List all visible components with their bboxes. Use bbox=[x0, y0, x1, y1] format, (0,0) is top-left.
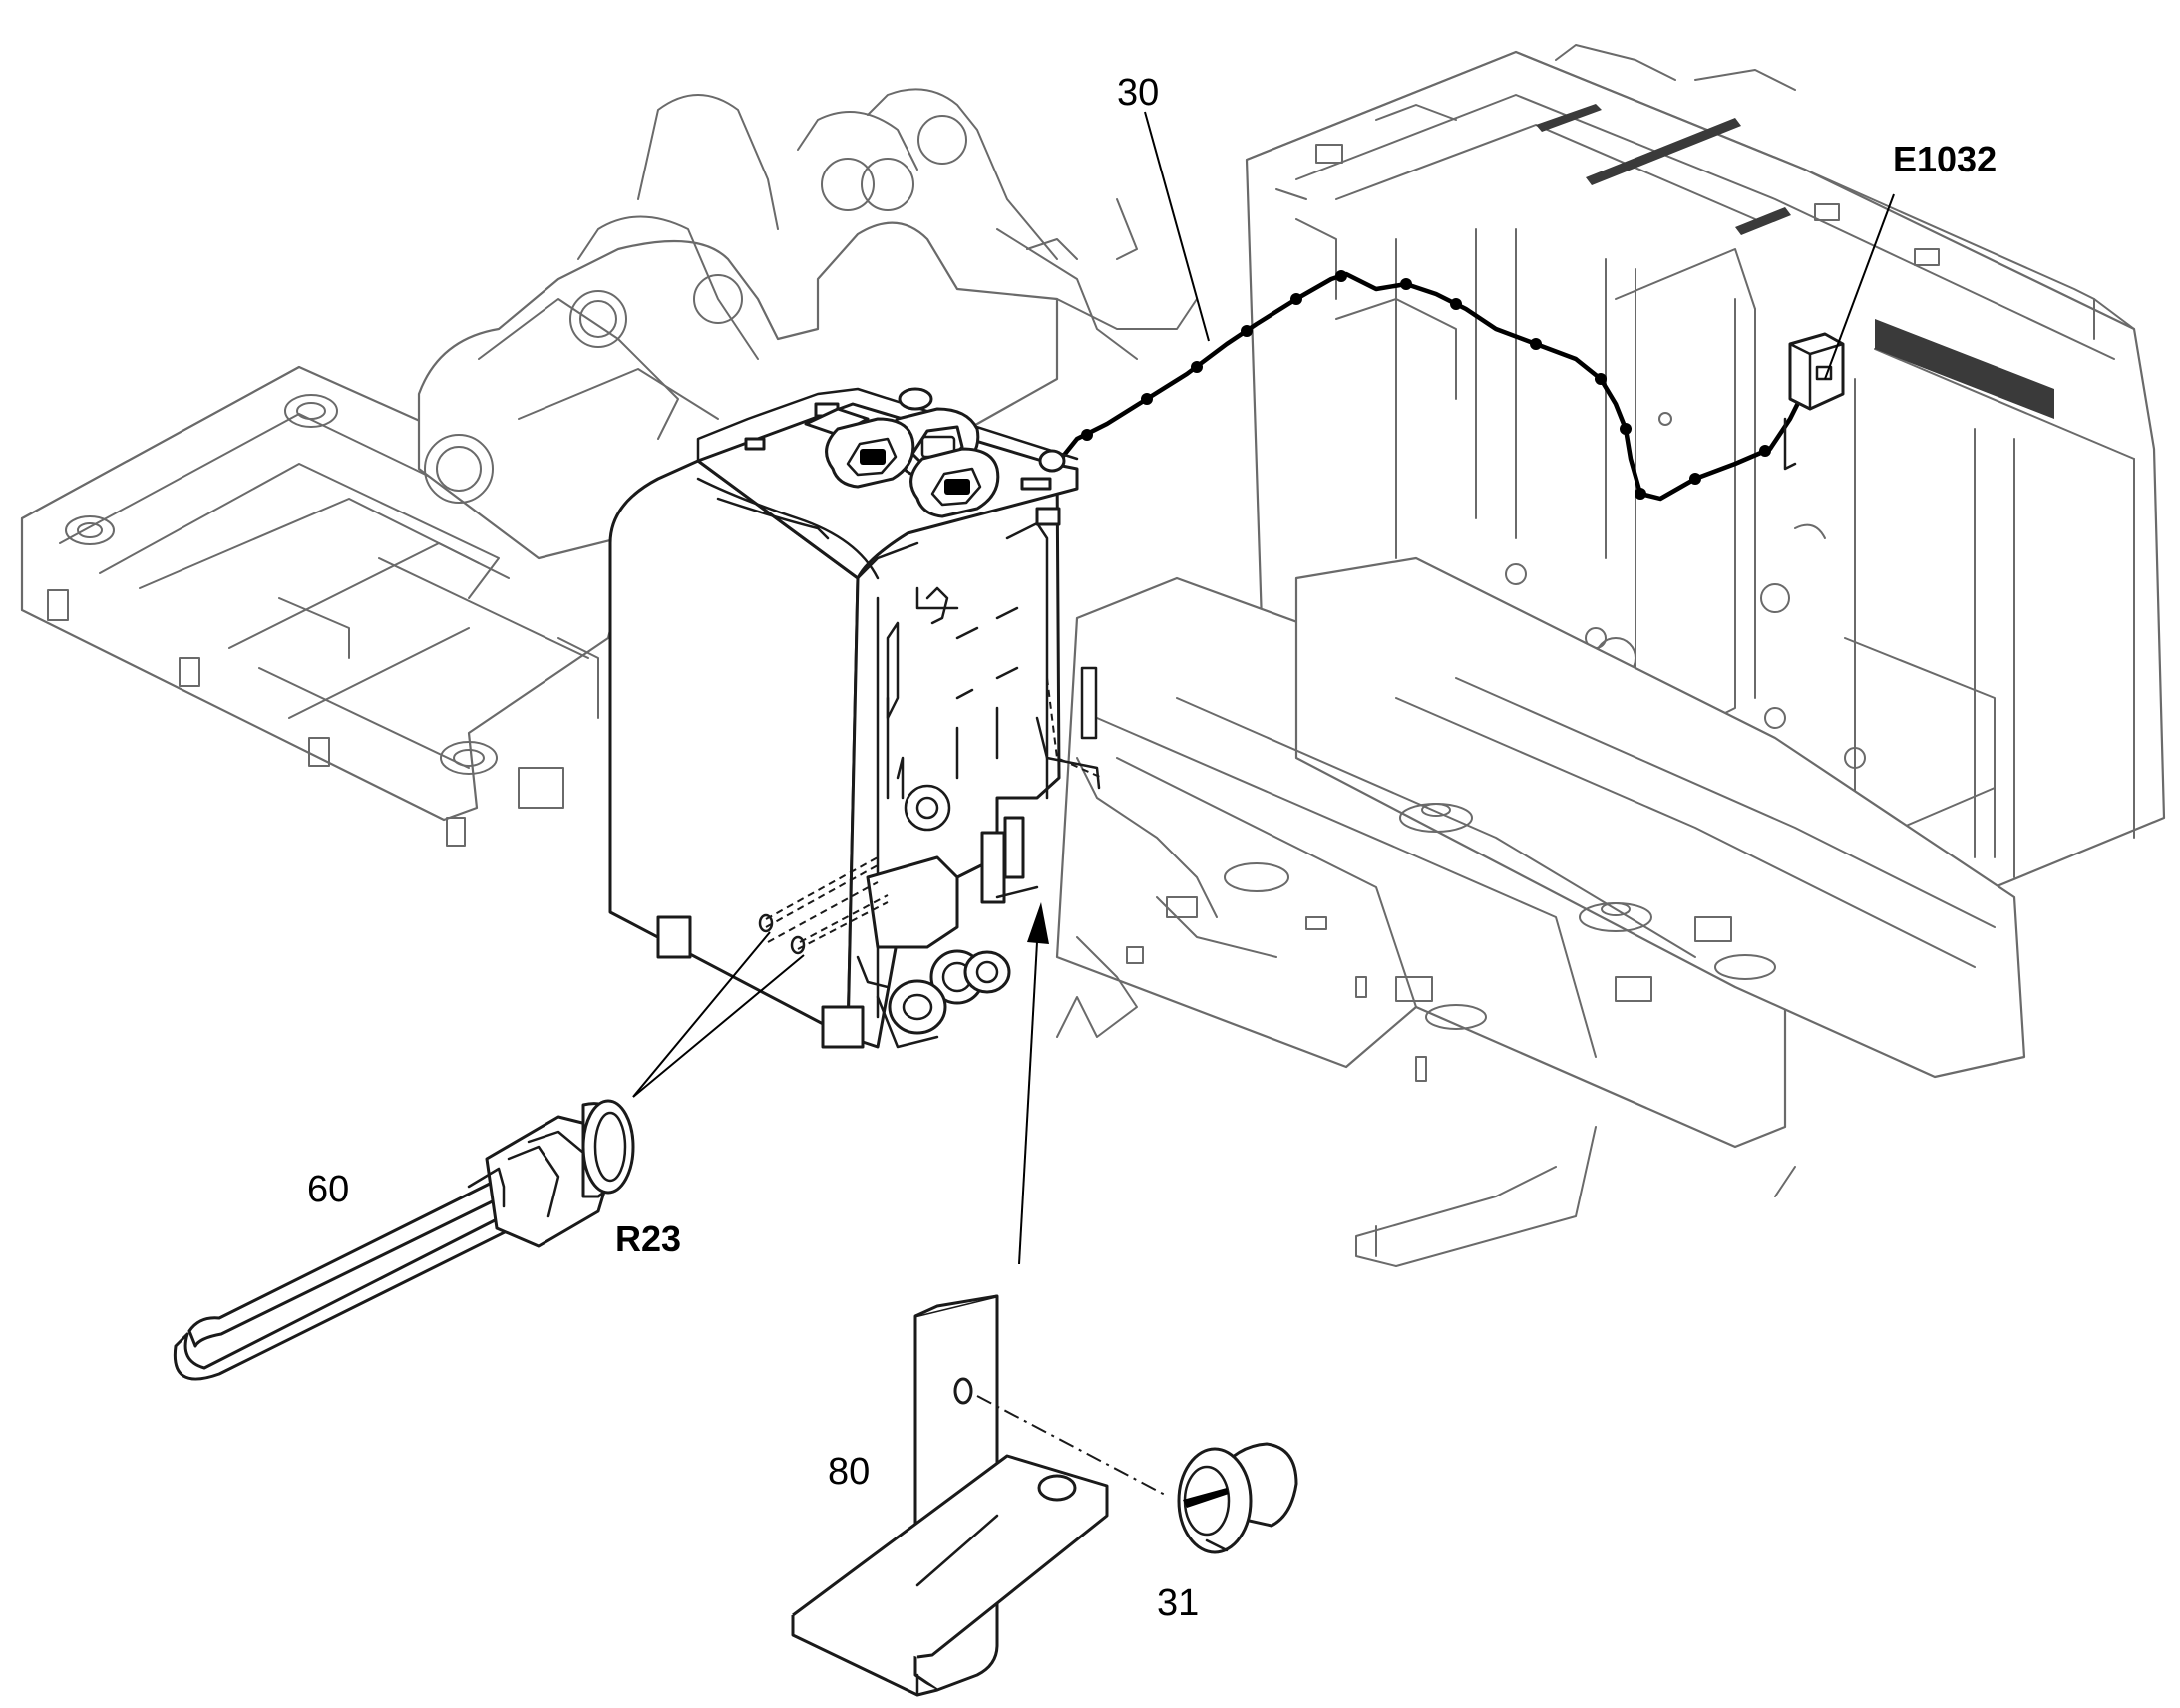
callout-e1032: E1032 bbox=[1893, 139, 1997, 179]
callout-30: 30 bbox=[1117, 72, 1159, 114]
bracket bbox=[791, 1294, 1109, 1697]
assembly-arrow bbox=[1018, 902, 1049, 1265]
callout-80: 80 bbox=[828, 1451, 870, 1493]
plug bbox=[1177, 1442, 1298, 1554]
callout-31: 31 bbox=[1157, 1582, 1199, 1624]
callout-r23: R23 bbox=[615, 1218, 681, 1259]
heater-element bbox=[173, 1099, 635, 1381]
tank-assembly bbox=[608, 387, 1103, 1049]
assembly-centerline bbox=[976, 1395, 1168, 1497]
connector-e1032 bbox=[1783, 332, 1845, 471]
lower-chassis bbox=[1055, 556, 2026, 1267]
wiring-harness bbox=[1054, 270, 1803, 502]
boom-brackets bbox=[417, 88, 1198, 560]
callout-60: 60 bbox=[307, 1169, 349, 1210]
insertion-paths bbox=[758, 856, 889, 955]
leader-lines bbox=[632, 111, 1895, 1098]
